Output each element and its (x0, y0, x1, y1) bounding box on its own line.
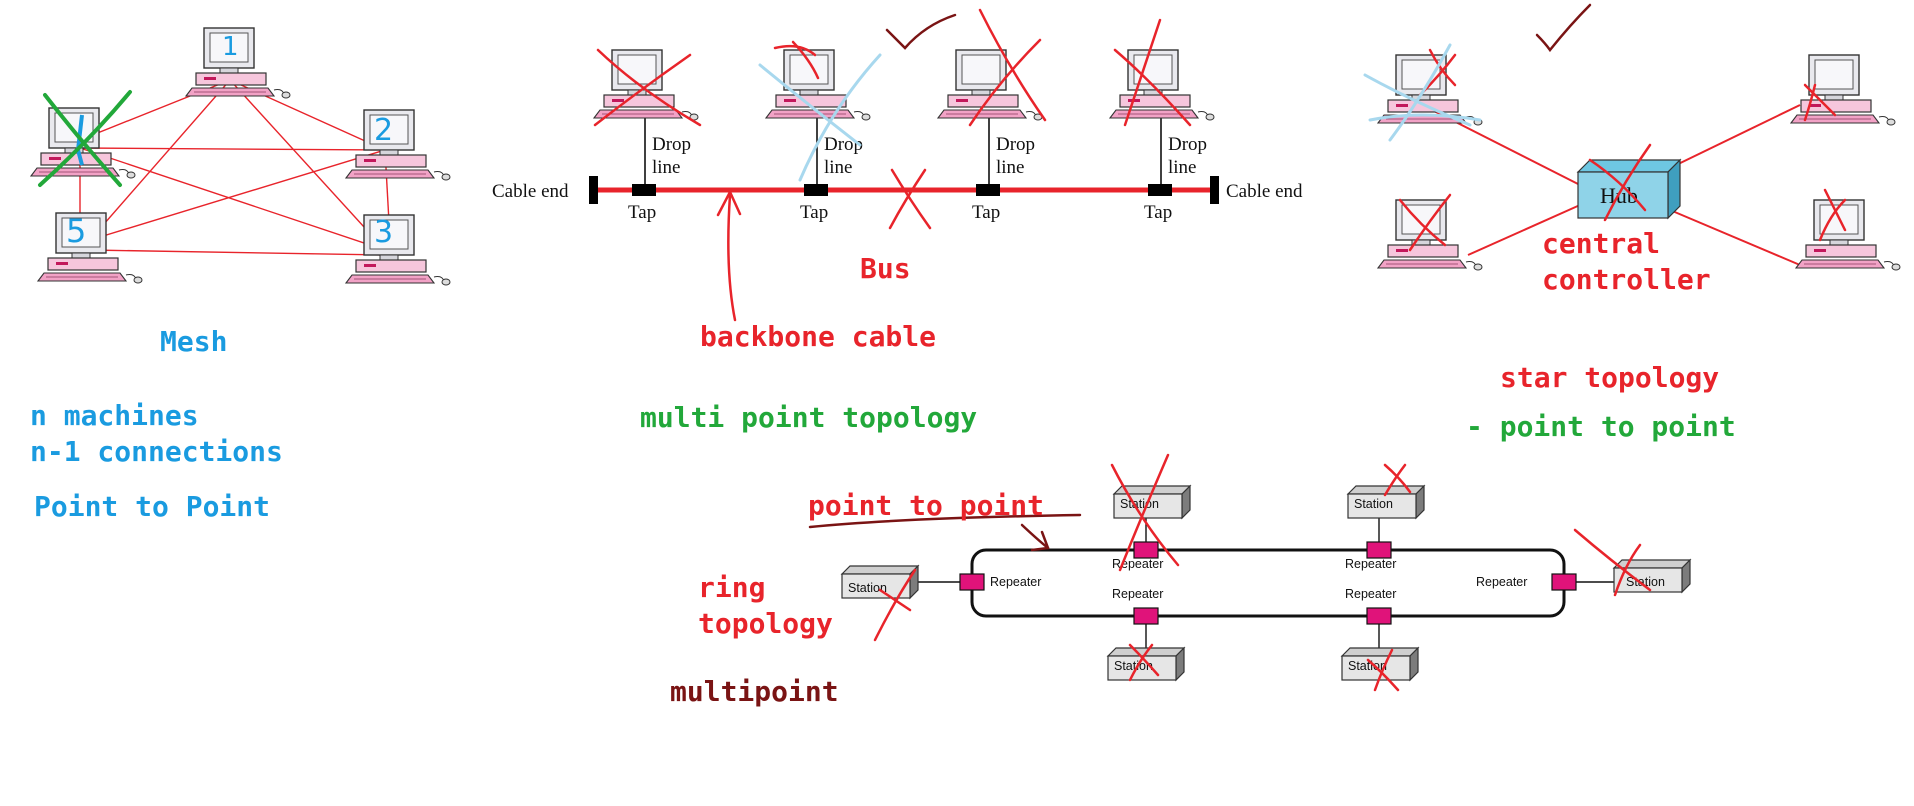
star-title: star topology (1500, 361, 1720, 394)
tap-label: Tap (800, 202, 828, 223)
cable-end-label: Cable end (492, 181, 569, 202)
backbone-label: backbone cable (700, 320, 937, 353)
tap-label: Tap (972, 202, 1000, 223)
repeater-icon (959, 541, 1577, 625)
blue-cross-mark (758, 53, 882, 182)
mesh-node-label: 5 (66, 212, 86, 250)
star-computer-icon (1795, 199, 1901, 271)
cross-mark (593, 8, 1192, 230)
repeater-label: Repeater (1345, 587, 1396, 601)
drop-line-label: line (824, 157, 853, 178)
drop-line-label: Drop (652, 134, 691, 155)
cross-mark (38, 90, 132, 187)
drop-line-label: line (652, 157, 681, 178)
cross-mark (873, 453, 1652, 692)
central-label-1: central (1542, 227, 1661, 260)
underline-arrow (808, 513, 1082, 552)
ring-topology: Station Station Station Station Station … (808, 453, 1691, 692)
bus-topology: Cable end Cable end Drop line Drop line … (492, 8, 1303, 322)
tap-label: Tap (1144, 202, 1172, 223)
drop-line-label: line (996, 157, 1025, 178)
star-note-type: - point to point (1466, 410, 1736, 443)
drop-lines (644, 118, 1162, 186)
drop-line-label: line (1168, 157, 1197, 178)
star-topology: Hub (1363, 3, 1901, 271)
cross-mark (1398, 48, 1847, 252)
mesh-note-type: Point to Point (34, 490, 271, 523)
station-label: Station (848, 581, 887, 595)
blue-cross-mark (1363, 43, 1482, 142)
cable-end-block (1210, 176, 1219, 204)
mesh-node-label: 1 (222, 32, 239, 62)
mesh-computer-icon (37, 212, 143, 284)
mesh-links (79, 79, 391, 256)
ring-note-ptp: point to point (808, 489, 1045, 522)
mesh-node-label: 3 (374, 215, 393, 250)
tap-blocks (632, 184, 1172, 196)
mesh-node-label: 2 (374, 113, 393, 148)
station-label: Station (1120, 497, 1159, 511)
bus-computer-icon (937, 49, 1043, 121)
central-label-2: controller (1542, 263, 1711, 296)
ring-title-1: ring (698, 571, 766, 604)
drop-line-label: Drop (996, 134, 1035, 155)
backbone-arrow (716, 189, 742, 322)
repeater-label: Repeater (1112, 587, 1163, 601)
cable-end-block (589, 176, 598, 204)
bus-note-type-2: point topology (741, 401, 978, 434)
bus-title: Bus (860, 252, 911, 285)
ring-title-2: topology (698, 607, 833, 640)
station-label: Station (1114, 659, 1153, 673)
mesh-topology: 1 2 3 5 (30, 27, 451, 286)
station-label: Station (1354, 497, 1393, 511)
bus-note-type-1: multi (640, 401, 725, 434)
mesh-note-machines: n machines (30, 399, 199, 432)
star-links (1431, 104, 1801, 266)
star-computer-icon (1377, 199, 1483, 271)
repeater-label: Repeater (990, 575, 1041, 589)
hub-icon (1576, 158, 1682, 220)
check-mark (1535, 3, 1592, 53)
cable-end-label: Cable end (1226, 181, 1303, 202)
mesh-computer-icon (345, 109, 451, 181)
mesh-title: Mesh (160, 325, 228, 358)
mesh-computer-icon (345, 214, 451, 286)
ring-note-multi: multipoint (670, 675, 839, 708)
mesh-note-connections: n-1 connections (30, 435, 283, 468)
check-mark (885, 13, 957, 50)
bus-note-type: multi point topology (640, 404, 977, 432)
tap-label: Tap (628, 202, 656, 223)
repeater-label: Repeater (1345, 557, 1396, 571)
drop-line-label: Drop (1168, 134, 1207, 155)
repeater-label: Repeater (1476, 575, 1527, 589)
